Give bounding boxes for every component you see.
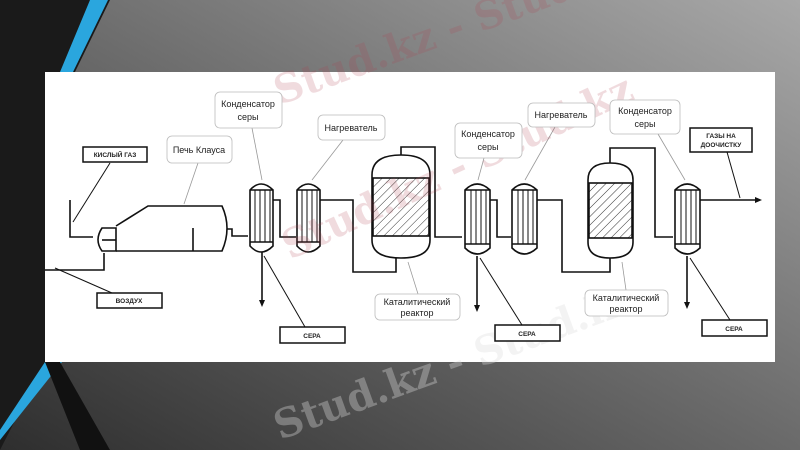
condenser-2-callout-line1: Конденсатор: [461, 129, 515, 139]
sulfur-box-1: [279, 326, 346, 344]
furnace-leader: [183, 162, 199, 205]
heater-2: [511, 183, 538, 255]
acid-gas-box: [82, 146, 148, 163]
acid-gas-pipe: [69, 200, 93, 238]
catalytic-reactor-1: [371, 146, 462, 259]
reactor-2-callout-line1: Каталитический: [593, 293, 660, 303]
claus-furnace: [97, 205, 248, 252]
catalytic-reactor-2: [587, 147, 673, 259]
tail-gas-box: [689, 127, 753, 153]
heater-1: [296, 183, 321, 253]
acid-gas-label: КИСЛЫЙ ГАЗ: [94, 150, 137, 159]
tail-gas-label-line2: ДООЧИСТКУ: [701, 142, 743, 149]
reactor-1-callout-line2: реактор: [400, 308, 433, 318]
dark-accent-band-bottom: [45, 362, 110, 450]
sulfur-label-2: СЕРА: [518, 331, 536, 338]
condenser-1-callout-line1: Конденсатор: [221, 99, 275, 109]
air-box: [96, 292, 163, 309]
acid-gas-leader: [72, 162, 111, 223]
sulfur-label-1: СЕРА: [303, 333, 321, 340]
condenser-3-callout-line1: Конденсатор: [618, 106, 672, 116]
air-pipe: [45, 253, 105, 271]
claus-furnace-callout: Печь Клауса: [173, 145, 225, 155]
watermark: Stud.kz - Stud Stud.kz - Stud.kz Stud.kz…: [267, 0, 642, 449]
condenser-1-callout-line2: серы: [238, 112, 259, 122]
heater-1-callout: Нагреватель: [325, 123, 378, 133]
condenser-3-callout-line2: серы: [635, 119, 656, 129]
sulfur-condenser-3: [674, 183, 701, 302]
pipe-h1-r1: [320, 199, 397, 273]
dark-accent-band: [0, 0, 110, 450]
sulfur-box-3: [701, 319, 768, 337]
sulfur-label-3: СЕРА: [725, 326, 743, 333]
air-label: ВОЗДУХ: [116, 298, 143, 305]
tail-gas-label-line1: ГАЗЫ НА: [706, 133, 736, 140]
heater-2-callout: Нагреватель: [535, 110, 588, 120]
sulfur-condenser-2: [464, 183, 491, 305]
sulfur-box-2: [494, 324, 561, 342]
svg-text:Stud.kz - Stud: Stud.kz - Stud: [267, 0, 582, 114]
sulfur-condenser-1: [249, 183, 274, 300]
blue-accent-band-top: [60, 0, 108, 72]
condenser-2-callout-line2: серы: [478, 142, 499, 152]
reactor-1-callout-line1: Каталитический: [384, 297, 451, 307]
pipe-c1-h1: [273, 199, 296, 238]
blue-accent-band-bottom: [0, 362, 62, 440]
air-leader: [54, 267, 113, 294]
reactor-2-callout-line2: реактор: [609, 304, 642, 314]
